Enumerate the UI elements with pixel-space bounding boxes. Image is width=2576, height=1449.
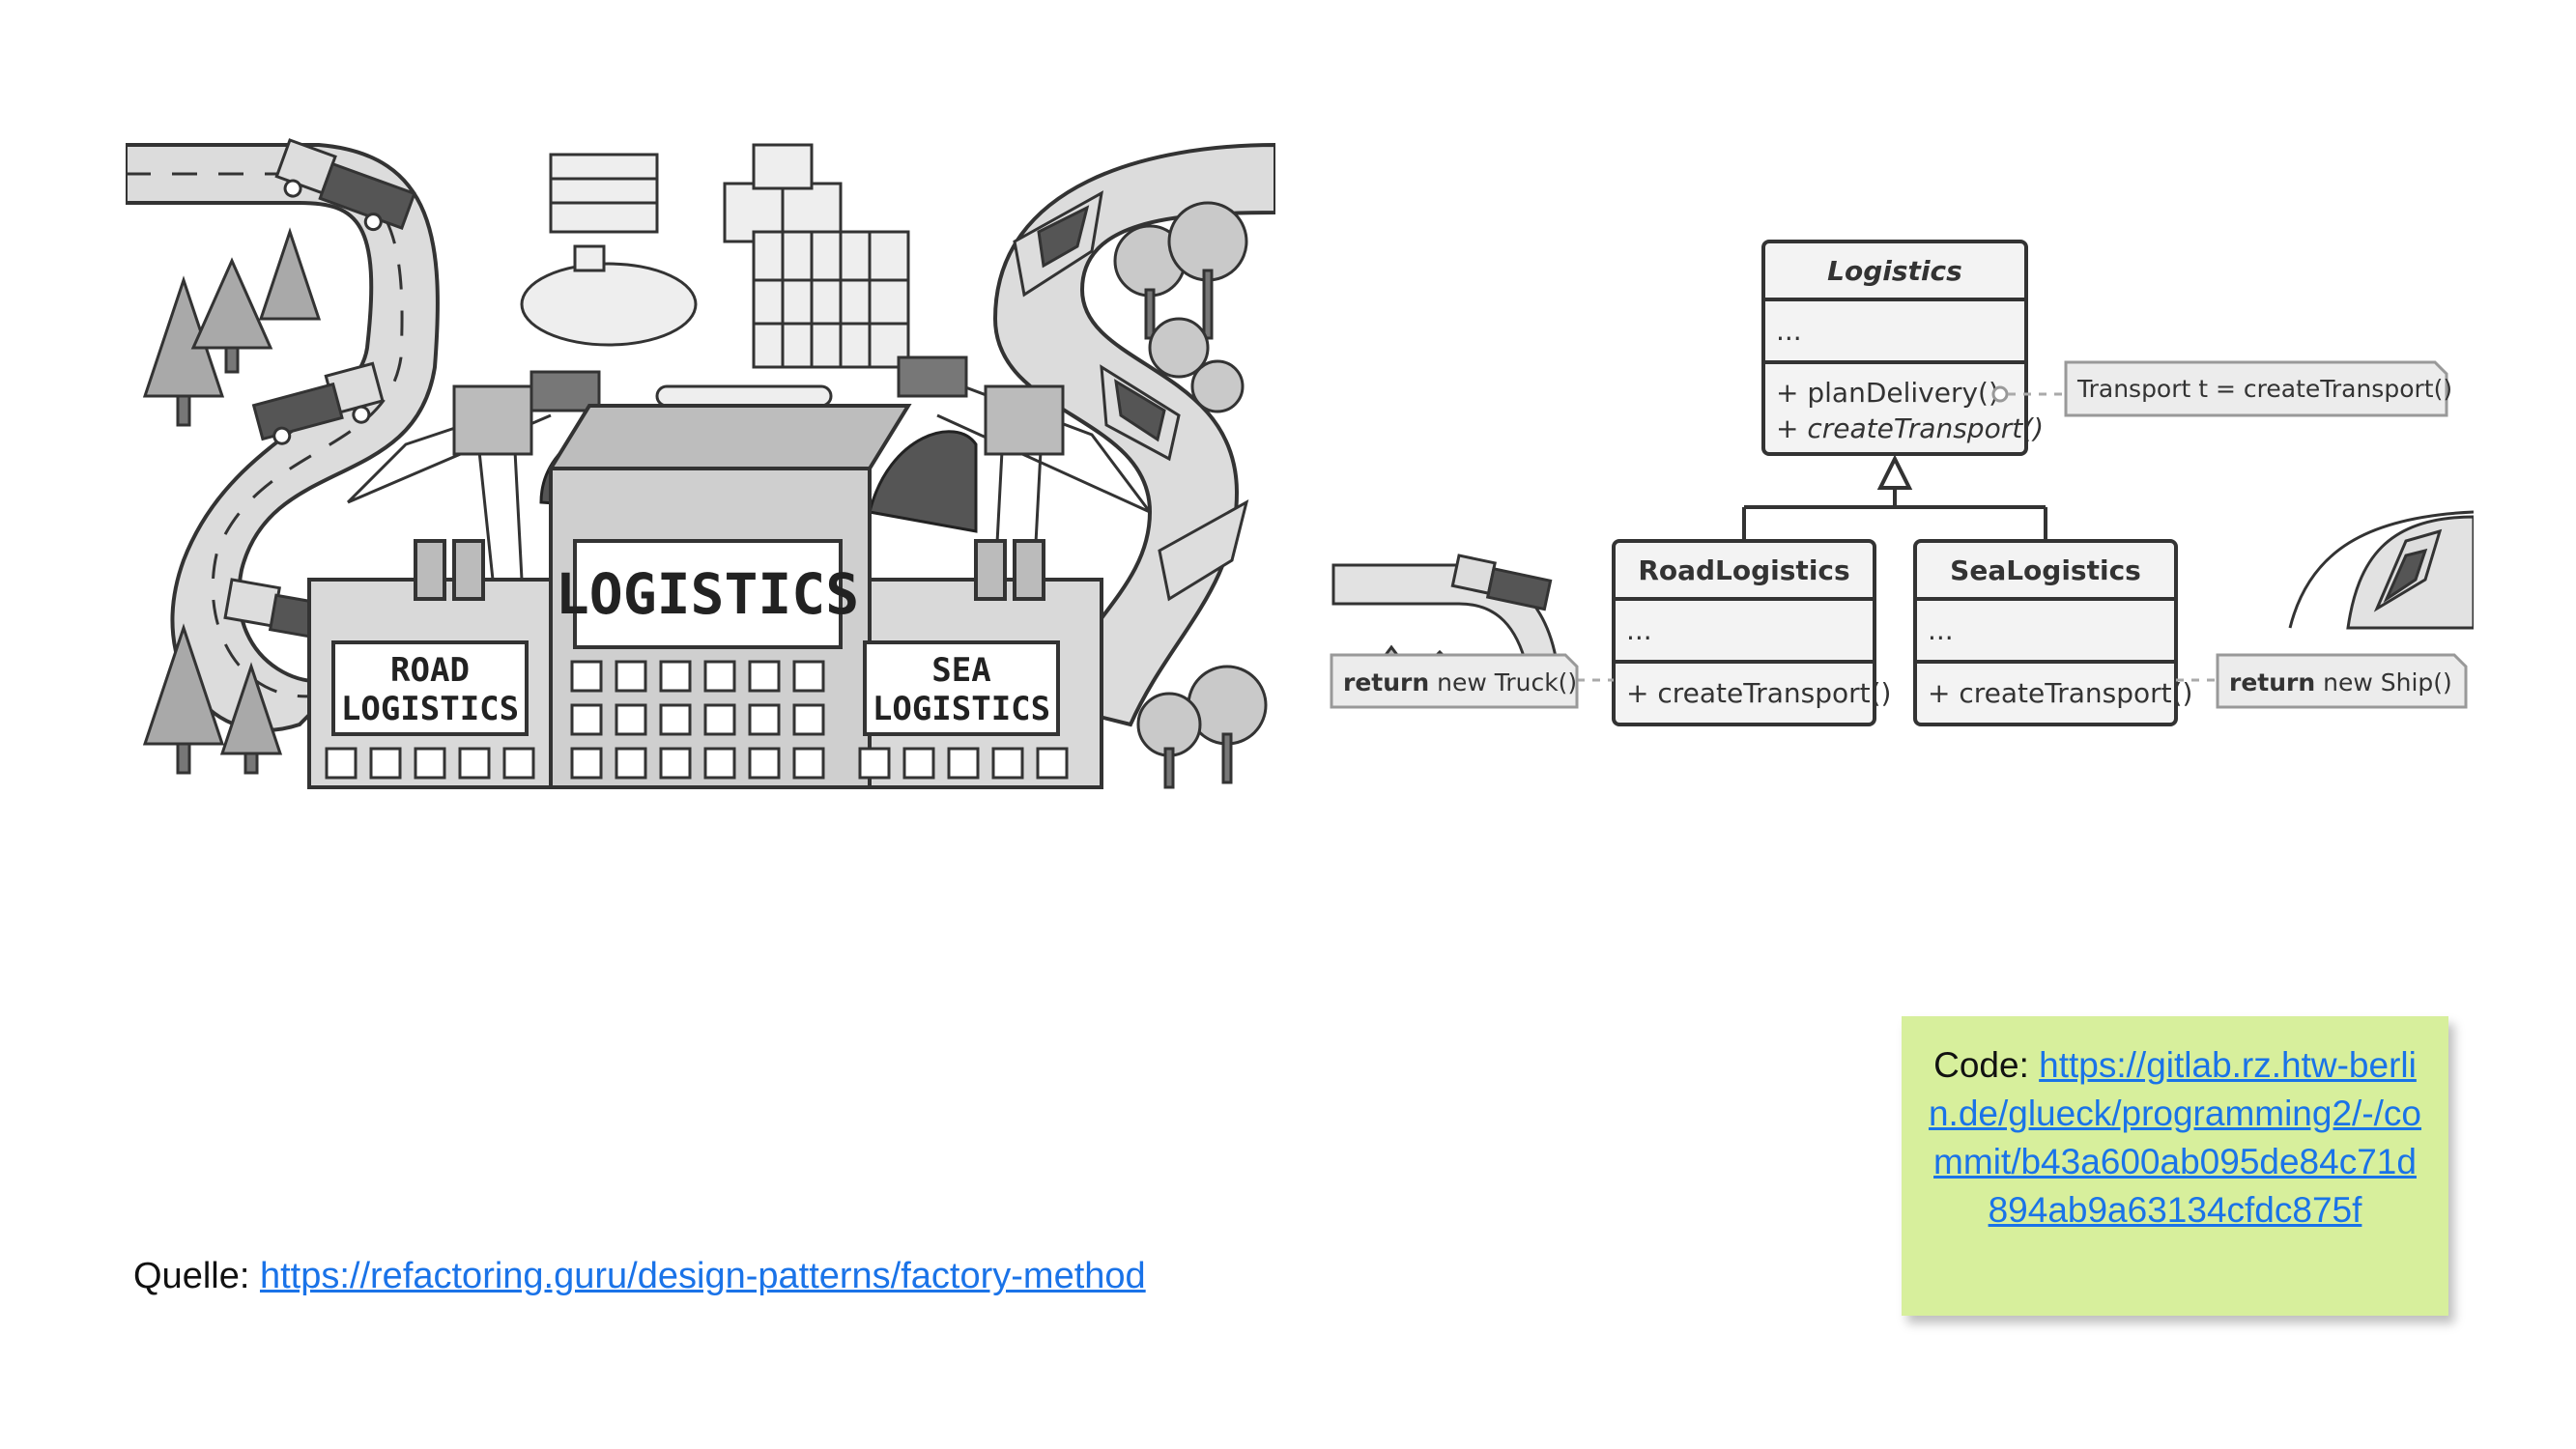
factory-window [615, 660, 647, 693]
factory-window [570, 660, 603, 693]
source-citation: Quelle: https://refactoring.guru/design-… [133, 1256, 1146, 1297]
factory-window [570, 703, 603, 736]
factory-window [748, 660, 781, 693]
trees-left [142, 227, 322, 775]
code-sticky-note: Code: https://gitlab.rz.htw-berlin.de/gl… [1902, 1016, 2448, 1316]
source-link[interactable]: https://refactoring.guru/design-patterns… [259, 1256, 1146, 1296]
factory-window [458, 747, 491, 780]
factory-window [615, 747, 647, 780]
sea-ship-thumbnail [2288, 510, 2474, 630]
factory-window [858, 747, 891, 780]
road-truck-thumbnail [1331, 554, 1558, 668]
cranes [346, 355, 1152, 581]
svg-text:LOGISTICS: LOGISTICS [873, 690, 1050, 728]
factory-window [659, 660, 692, 693]
svg-text:...: ... [1928, 614, 1954, 646]
plan-delivery-note: Transport t = createTransport() [2064, 360, 2452, 417]
sea-logistics-sign: SEA LOGISTICS [863, 640, 1060, 736]
svg-text:ROAD: ROAD [390, 651, 470, 690]
factory-window [659, 747, 692, 780]
factory-windows [325, 660, 1069, 780]
ship-icons [1013, 190, 1249, 602]
factory-window [502, 747, 535, 780]
factory-window [792, 747, 825, 780]
create-transport-method: + createTransport() [1776, 412, 2044, 444]
svg-text:...: ... [1626, 614, 1652, 646]
factory-window [991, 747, 1024, 780]
factory-window [1036, 747, 1069, 780]
svg-text:LOGISTICS: LOGISTICS [341, 690, 519, 728]
factory-window [902, 747, 935, 780]
factory-window [792, 660, 825, 693]
code-label: Code: [1933, 1045, 2040, 1085]
plan-delivery-method: + planDelivery() [1776, 377, 1999, 409]
return-ship-note: return new Ship() [2216, 653, 2468, 709]
svg-text:RoadLogistics: RoadLogistics [1638, 554, 1849, 586]
uml-class-diagram: Logistics ... + planDelivery() + createT… [1330, 240, 2474, 726]
svg-text:LOGISTICS: LOGISTICS [556, 561, 859, 627]
logistics-main-sign: LOGISTICS [556, 539, 859, 649]
storage-items [520, 143, 910, 429]
svg-text:return new Truck(): return new Truck() [1343, 668, 1577, 696]
svg-text:SEA: SEA [931, 651, 990, 690]
road-logistics-class: RoadLogistics ... + createTransport() [1612, 539, 1891, 726]
factory-window [703, 747, 736, 780]
road-logistics-sign: ROAD LOGISTICS [331, 640, 529, 736]
source-label: Quelle: [133, 1256, 260, 1296]
inheritance-arrow [1742, 454, 2047, 541]
factory-window [792, 703, 825, 736]
svg-text:SeaLogistics: SeaLogistics [1950, 554, 2141, 586]
factory-window [369, 747, 402, 780]
svg-text:Transport t = createTransport(: Transport t = createTransport() [2076, 375, 2452, 403]
logistics-illustration: LOGISTICS ROAD LOGISTICS SEA LOGISTICS [126, 138, 1275, 789]
factory-window [748, 747, 781, 780]
factory-window [947, 747, 980, 780]
svg-text:+ createTransport(): + createTransport() [1626, 677, 1891, 709]
return-truck-note: return new Truck() [1330, 653, 1579, 709]
factory-window [703, 660, 736, 693]
factory-window [703, 703, 736, 736]
factory-window [570, 747, 603, 780]
factory-window [659, 703, 692, 736]
svg-text:return new Ship(): return new Ship() [2229, 668, 2452, 696]
svg-text:+ createTransport(): + createTransport() [1928, 677, 2192, 709]
code-commit-link[interactable]: https://gitlab.rz.htw-berlin.de/glueck/p… [1928, 1045, 2422, 1230]
factory-window [748, 703, 781, 736]
factory-window [414, 747, 446, 780]
sea-logistics-class: SeaLogistics ... + createTransport() [1913, 539, 2192, 726]
logistics-fields: ... [1776, 315, 1802, 347]
factory-window [615, 703, 647, 736]
factory-window [325, 747, 358, 780]
trees-right [1113, 201, 1268, 789]
logistics-class: Logistics ... + planDelivery() + createT… [1761, 240, 2044, 456]
logistics-class-name: Logistics [1827, 255, 1962, 287]
